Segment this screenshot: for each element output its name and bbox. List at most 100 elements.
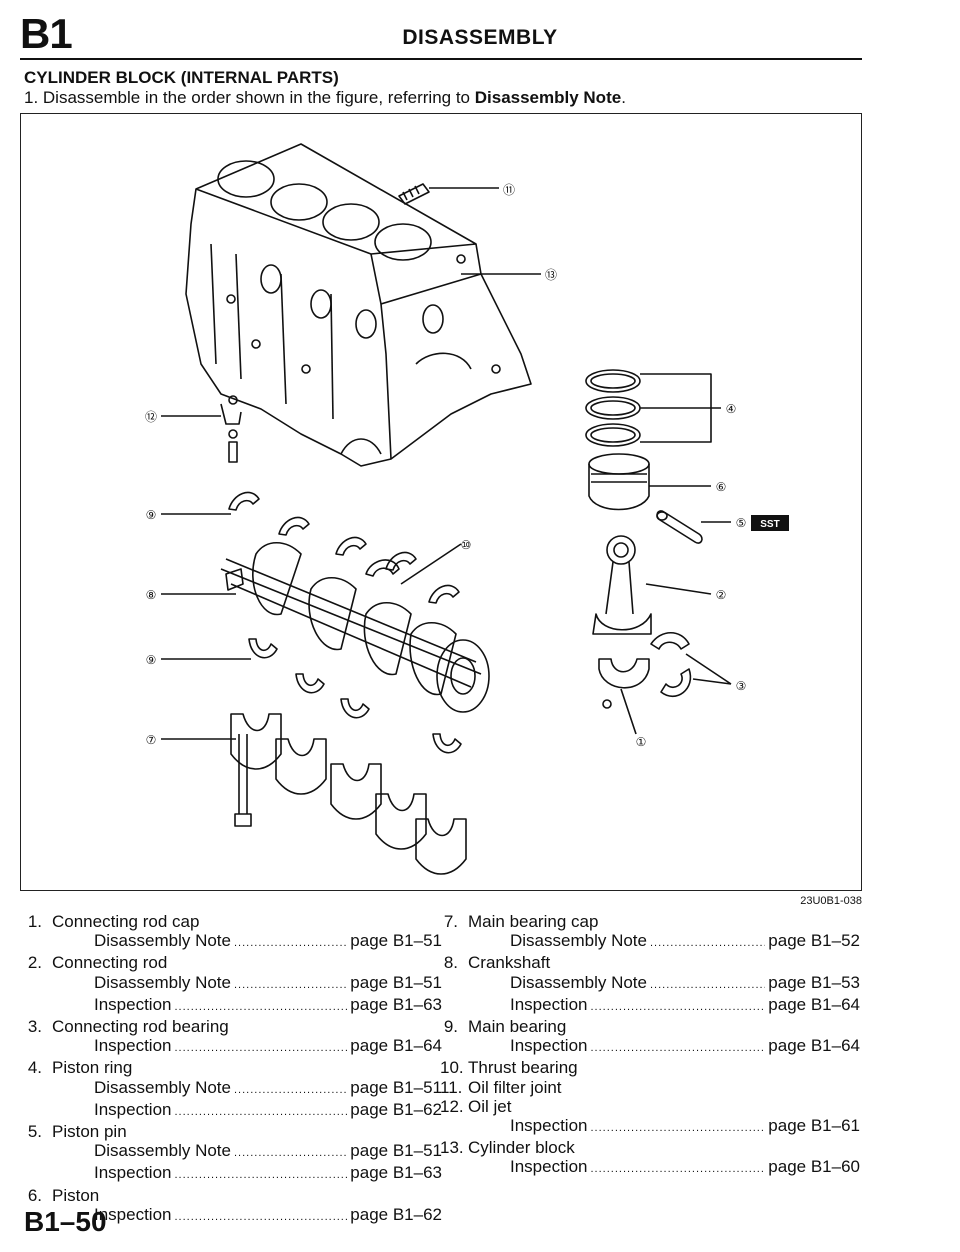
part-title: 12.Oil jet xyxy=(440,1097,860,1116)
page-reference: page B1–62 xyxy=(350,1204,442,1224)
part-number: 1. xyxy=(27,912,42,931)
part-title: 8.Crankshaft xyxy=(440,953,860,972)
page-reference: page B1–51 xyxy=(350,972,442,992)
instruction-suffix: . xyxy=(621,88,626,107)
reference-label: Disassembly Note xyxy=(94,972,231,992)
cylinder-block-drawing xyxy=(185,143,532,467)
section-code: B1 xyxy=(20,10,73,57)
callout-10: ⑩ xyxy=(461,538,472,552)
part-title: 13.Cylinder block xyxy=(440,1138,860,1157)
callout-5: ⑤ xyxy=(736,516,747,530)
reference-label: Disassembly Note xyxy=(94,931,231,951)
page-reference: page B1–51 xyxy=(350,931,442,951)
part-name: Connecting rod bearing xyxy=(52,1017,229,1037)
part-title: 7.Main bearing cap xyxy=(440,912,860,931)
callout-12: ⑫ xyxy=(145,410,157,424)
part-reference-row: Disassembly Notepage B1–51 xyxy=(24,1141,442,1163)
reference-label: Inspection xyxy=(94,1099,172,1119)
dot-leader xyxy=(650,934,765,953)
dot-leader xyxy=(175,998,348,1017)
reference-label: Inspection xyxy=(94,1204,172,1224)
part-name: Thrust bearing xyxy=(468,1058,578,1078)
part-title: 4. Piston ring xyxy=(24,1058,442,1077)
reference-label: Inspection xyxy=(510,1036,588,1056)
reference-label: Inspection xyxy=(94,1163,172,1183)
part-name: Main bearing xyxy=(468,1017,567,1037)
callout-13: ⑬ xyxy=(545,268,557,282)
dot-leader xyxy=(175,1166,348,1185)
part-reference-row: Inspectionpage B1–60 xyxy=(440,1157,860,1179)
part-name: Piston pin xyxy=(52,1122,127,1142)
main-bearing-caps-drawing xyxy=(161,713,467,875)
parts-list-item: 12.Oil jetInspectionpage B1–61 xyxy=(440,1097,860,1138)
dot-leader xyxy=(591,1160,766,1179)
reference-label: Inspection xyxy=(510,1157,588,1177)
part-reference-row: Inspectionpage B1–64 xyxy=(440,995,860,1017)
part-reference-row: Inspectionpage B1–63 xyxy=(24,1163,442,1185)
reference-label: Inspection xyxy=(510,994,588,1014)
header-rule xyxy=(20,58,862,60)
reference-label: Inspection xyxy=(510,1116,588,1136)
part-number: 4. xyxy=(27,1058,42,1078)
part-name: Main bearing cap xyxy=(468,912,599,931)
callout-9-bottom: ⑨ xyxy=(146,653,157,667)
part-name: Crankshaft xyxy=(468,953,551,973)
part-number: 2. xyxy=(27,953,42,973)
dot-leader xyxy=(591,1119,766,1138)
part-title: 1. Connecting rod cap xyxy=(24,912,442,931)
reference-label: Disassembly Note xyxy=(510,931,647,951)
dot-leader xyxy=(175,1103,348,1122)
page-reference: page B1–64 xyxy=(768,1036,860,1056)
part-name: Oil filter joint xyxy=(468,1077,562,1097)
part-name: Piston ring xyxy=(52,1058,133,1078)
callout-8: ⑧ xyxy=(146,588,157,602)
part-name: Cylinder block xyxy=(468,1138,575,1158)
instruction-note-link: Disassembly Note xyxy=(474,88,622,107)
dot-leader xyxy=(175,1039,348,1058)
figure-reference: 23U0B1-038 xyxy=(800,895,862,907)
page-reference: page B1–64 xyxy=(350,1036,442,1056)
part-title: 6. Piston xyxy=(24,1186,442,1205)
piston-rings-drawing xyxy=(585,369,721,447)
part-name: Connecting rod xyxy=(52,953,168,973)
piston-drawing xyxy=(588,453,711,511)
part-number: 6. xyxy=(27,1185,42,1205)
part-number: 13. xyxy=(440,1138,464,1158)
thrust-bearing-drawing xyxy=(365,543,462,585)
sst-badge: SST xyxy=(751,515,789,531)
parts-list-item: 3.Connecting rod bearingInspectionpage B… xyxy=(24,1017,442,1058)
reference-label: Disassembly Note xyxy=(94,1141,231,1161)
part-reference-row: Inspectionpage B1–61 xyxy=(440,1116,860,1138)
part-number: 10. xyxy=(440,1058,464,1078)
part-reference-row: Disassembly Note page B1–51 xyxy=(24,973,442,995)
dot-leader xyxy=(591,1039,766,1058)
oil-filter-joint-drawing xyxy=(398,183,499,205)
page-reference: page B1–52 xyxy=(768,931,860,951)
part-title: 10.Thrust bearing xyxy=(440,1058,860,1077)
part-title: 9.Main bearing xyxy=(440,1017,860,1036)
exploded-view-figure: ⑪ ⑬ ⑫ ④ ⑥ ⑤ ② ③ ① ⑨ ⑧ ⑨ ⑦ ⑩ SST xyxy=(20,113,862,891)
part-title: 3.Connecting rod bearing xyxy=(24,1017,442,1036)
part-number: 5. xyxy=(27,1122,42,1142)
callout-11: ⑪ xyxy=(503,183,515,197)
page-reference: page B1–63 xyxy=(350,994,442,1014)
part-name: Connecting rod cap xyxy=(52,912,200,931)
reference-label: Disassembly Note xyxy=(94,1077,231,1097)
reference-label: Inspection xyxy=(94,994,172,1014)
dot-leader xyxy=(234,1081,347,1100)
reference-label: Disassembly Note xyxy=(510,972,647,992)
dot-leader xyxy=(591,998,766,1017)
parts-list-item: 10.Thrust bearing xyxy=(440,1058,860,1077)
page-reference: page B1–53 xyxy=(768,972,860,992)
part-name: Piston xyxy=(52,1185,100,1205)
callout-3: ③ xyxy=(736,679,747,693)
svg-text:SST: SST xyxy=(760,519,779,530)
callout-7: ⑦ xyxy=(146,733,157,747)
callout-2: ② xyxy=(716,588,727,602)
